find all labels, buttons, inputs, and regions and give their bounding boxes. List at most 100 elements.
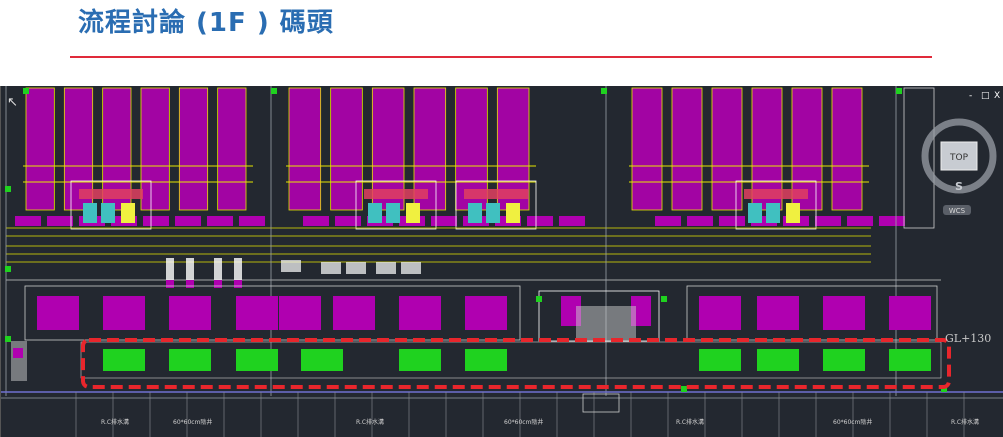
- dock-area: [465, 349, 507, 371]
- dock-area: [301, 349, 343, 371]
- building-outline: [903, 87, 935, 229]
- window-controls: - □ X: [969, 91, 1000, 101]
- rack-block: [687, 216, 713, 226]
- rack-block: [815, 216, 841, 226]
- staging-area: [465, 296, 507, 330]
- staging-area: [757, 296, 799, 330]
- equipment: [744, 189, 808, 199]
- rack-block: [655, 216, 681, 226]
- equipment: [214, 258, 222, 280]
- rack-block: [47, 216, 73, 226]
- compass-south-label: S: [955, 180, 963, 193]
- cad-viewport[interactable]: TOP S WCS - □ X GL+130 ↖ R.C排水溝 60*60cm陰…: [0, 86, 1003, 437]
- control-point: [271, 88, 277, 94]
- equipment: [13, 348, 23, 358]
- rack-block: [719, 216, 745, 226]
- rack-block: [431, 216, 457, 226]
- equipment: [79, 189, 143, 199]
- rack-outline: [63, 87, 94, 211]
- rack-block: [217, 88, 246, 210]
- staging-area: [699, 296, 741, 330]
- rack-outline: [178, 87, 209, 211]
- minimize-icon[interactable]: -: [969, 91, 972, 101]
- rack-block: [141, 88, 170, 210]
- equipment: [101, 203, 115, 223]
- staging-area: [37, 296, 79, 330]
- rack-block: [712, 88, 742, 210]
- staging-area: [236, 296, 278, 330]
- rack-block: [26, 88, 55, 210]
- equipment: [121, 203, 135, 223]
- equipment: [368, 203, 382, 223]
- equipment: [234, 280, 242, 288]
- wcs-button[interactable]: [943, 205, 971, 215]
- rack-block: [672, 88, 702, 210]
- staging-area: [279, 296, 321, 330]
- dock-area: [757, 349, 799, 371]
- rack-block: [303, 216, 329, 226]
- equipment: [234, 258, 242, 280]
- dock-area: [399, 349, 441, 371]
- equipment: [166, 280, 174, 288]
- equipment: [406, 203, 420, 223]
- staging-area: [103, 296, 145, 330]
- rack-block: [179, 88, 208, 210]
- dock-area: [889, 349, 931, 371]
- rack-outline: [217, 87, 247, 211]
- rack-block: [335, 216, 361, 226]
- restore-icon[interactable]: □: [981, 91, 990, 101]
- equipment: [735, 180, 817, 230]
- control-point: [23, 88, 29, 94]
- rack-outline: [711, 87, 743, 211]
- rack-outline: [25, 87, 55, 211]
- control-point: [5, 336, 11, 342]
- equipment: [464, 189, 528, 199]
- control-point: [681, 386, 687, 392]
- equipment: [83, 203, 97, 223]
- control-point: [661, 296, 667, 302]
- rack-block: [15, 216, 41, 226]
- viewcube-face[interactable]: [940, 141, 978, 171]
- dock-area: [103, 349, 145, 371]
- rack-block: [143, 216, 169, 226]
- rack-block: [632, 88, 662, 210]
- equipment: [468, 203, 482, 223]
- rack-outline: [288, 87, 322, 211]
- control-point: [536, 296, 542, 302]
- wcs-label: WCS: [949, 207, 966, 215]
- viewcube[interactable]: TOP S WCS: [921, 118, 997, 215]
- equipment: [214, 280, 222, 288]
- equipment: [355, 180, 437, 230]
- equipment: [582, 393, 620, 413]
- equipment: [281, 260, 301, 272]
- rack-outline: [413, 87, 447, 211]
- equipment: [486, 203, 500, 223]
- rack-block: [879, 216, 905, 226]
- equipment: [748, 203, 762, 223]
- equipment: [786, 203, 800, 223]
- control-point: [896, 88, 902, 94]
- cad-drawing[interactable]: [1, 86, 1003, 437]
- compass-ring: [921, 118, 997, 194]
- highlight-frame: [81, 338, 951, 389]
- control-point: [941, 386, 947, 392]
- equipment: [766, 203, 780, 223]
- dock-area: [823, 349, 865, 371]
- rack-block: [175, 216, 201, 226]
- rack-block: [527, 216, 553, 226]
- rack-outline: [102, 87, 132, 211]
- equipment: [401, 262, 421, 274]
- rack-outline: [330, 87, 363, 211]
- rack-block: [559, 216, 585, 226]
- close-icon[interactable]: X: [994, 91, 1000, 101]
- rack-outline: [831, 87, 863, 211]
- rack-outline: [140, 87, 170, 211]
- equipment: [455, 180, 537, 230]
- equipment: [386, 203, 400, 223]
- rack-block: [832, 88, 862, 210]
- equipment: [506, 203, 520, 223]
- rack-block: [289, 88, 321, 210]
- staging-area: [333, 296, 375, 330]
- equipment: [166, 258, 174, 280]
- staging-area: [889, 296, 931, 330]
